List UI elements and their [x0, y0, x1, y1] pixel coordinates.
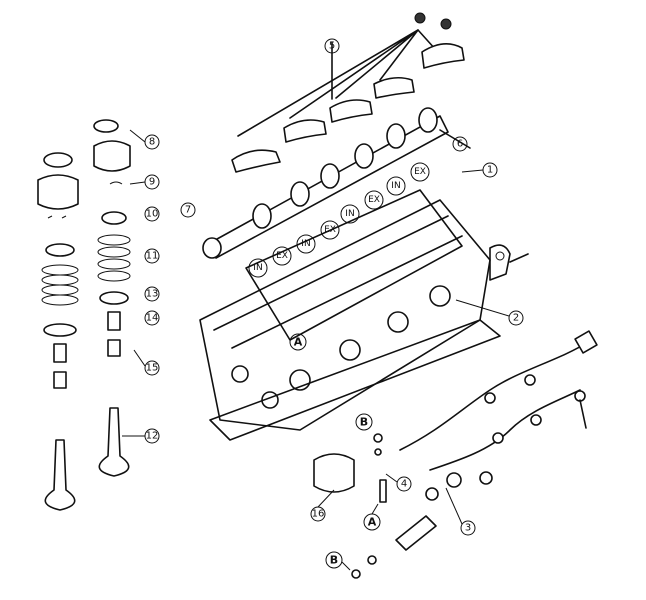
svg-text:IN: IN [345, 209, 354, 219]
marker-a-upper: A [289, 333, 307, 351]
tag-ex-2: EX [320, 220, 340, 240]
svg-text:13: 13 [146, 289, 159, 300]
svg-text:10: 10 [146, 209, 159, 220]
svg-text:A: A [294, 336, 303, 349]
callout-14: 14 [144, 310, 160, 326]
callout-7: 7 [180, 202, 196, 218]
callout-12: 12 [122, 428, 160, 444]
left-valve-stack [37, 152, 79, 511]
svg-text:12: 12 [146, 431, 159, 442]
tag-in-2: IN [296, 234, 316, 254]
tag-ex-4: EX [410, 162, 430, 182]
tag-ex-3: EX [364, 190, 384, 210]
tag-ex-1: EX [272, 246, 292, 266]
svg-text:IN: IN [391, 181, 400, 191]
callout-4: 4 [385, 473, 412, 492]
callout-15: 15 [133, 349, 160, 376]
callout-2: 2 [455, 299, 524, 326]
svg-text:EX: EX [368, 195, 380, 205]
callout-6: 6 [452, 136, 468, 152]
right-valve-stack [93, 119, 131, 477]
callout-labels: 1 2 3 4 5 6 7 8 9 10 11 12 13 14 15 16 [122, 38, 524, 536]
svg-text:EX: EX [414, 167, 426, 177]
callout-1: 1 [461, 162, 498, 178]
svg-text:5: 5 [329, 41, 335, 52]
svg-text:IN: IN [301, 239, 310, 249]
callout-8: 8 [129, 129, 160, 150]
marker-b-lower: B [325, 551, 351, 571]
tag-in-1: IN [248, 258, 268, 278]
svg-text:6: 6 [457, 139, 463, 150]
svg-text:B: B [360, 416, 368, 429]
marker-b-upper: B [355, 413, 373, 431]
callout-13: 13 [144, 286, 160, 302]
svg-text:EX: EX [276, 251, 288, 261]
injector-assembly [313, 433, 493, 579]
svg-text:14: 14 [146, 313, 159, 324]
svg-text:4: 4 [401, 479, 407, 490]
reference-markers: A A B B [289, 333, 381, 571]
camshaft-bearing-caps [231, 12, 465, 173]
callout-10: 10 [144, 206, 160, 222]
svg-text:IN: IN [253, 263, 262, 273]
glow-plug-harness [399, 330, 598, 471]
callout-5: 5 [324, 38, 340, 54]
svg-text:7: 7 [185, 205, 191, 216]
callout-11: 11 [144, 248, 160, 264]
svg-text:16: 16 [312, 509, 325, 520]
tag-in-3: IN [340, 204, 360, 224]
head-gasket [209, 319, 501, 441]
svg-text:B: B [330, 554, 338, 567]
camshaft [202, 107, 471, 259]
callout-16: 16 [310, 489, 335, 522]
svg-text:3: 3 [465, 523, 471, 534]
svg-text:11: 11 [146, 251, 159, 262]
callout-3: 3 [445, 487, 476, 536]
callout-9: 9 [129, 174, 160, 190]
svg-text:15: 15 [146, 363, 159, 374]
svg-text:9: 9 [149, 177, 155, 188]
svg-text:EX: EX [324, 225, 336, 235]
svg-text:1: 1 [487, 165, 493, 176]
tag-in-4: IN [386, 176, 406, 196]
svg-text:8: 8 [149, 137, 155, 148]
marker-a-lower: A [363, 503, 381, 531]
svg-text:A: A [368, 516, 377, 529]
svg-text:2: 2 [513, 313, 519, 324]
valve-position-tags: IN EX IN EX IN EX IN EX [248, 162, 430, 278]
